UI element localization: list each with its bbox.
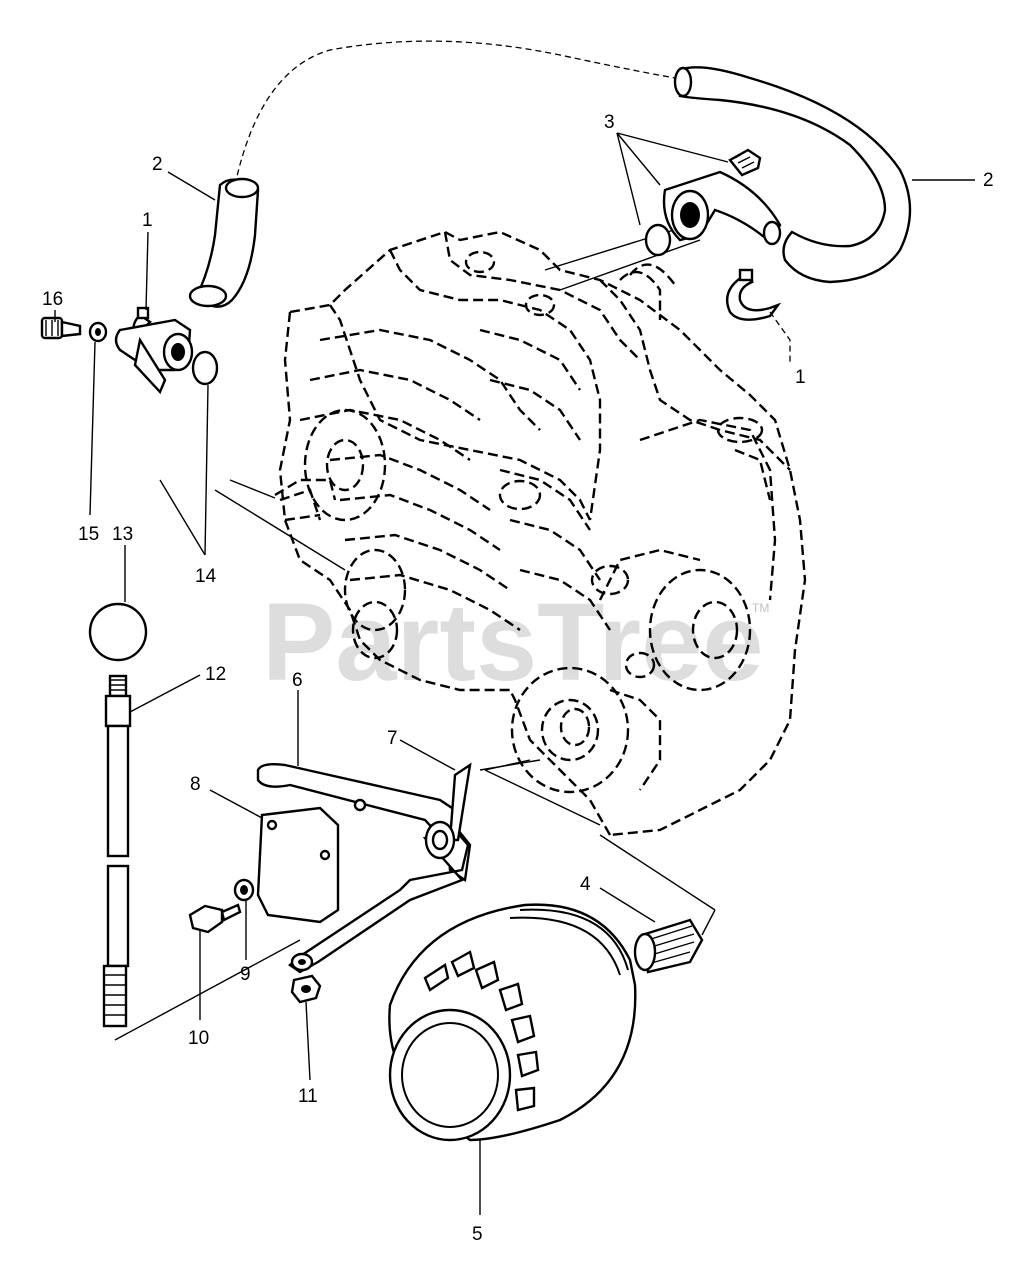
callout-11: 11 bbox=[298, 1086, 318, 1107]
hose-left bbox=[188, 177, 260, 308]
callout-1-left: 1 bbox=[142, 210, 153, 231]
washer-9 bbox=[233, 878, 255, 902]
dipstick-tube-12 bbox=[102, 674, 301, 1041]
cover-plate-8 bbox=[256, 806, 340, 924]
routing-line-14 bbox=[214, 489, 346, 571]
callout-1-right: 1 bbox=[795, 367, 806, 388]
transmission-housing bbox=[278, 224, 807, 837]
callout-13: 13 bbox=[112, 524, 133, 545]
spring-clip-7 bbox=[424, 762, 472, 860]
nut-11 bbox=[290, 974, 322, 1004]
oil-filter-5 bbox=[388, 903, 637, 1142]
callout-16: 16 bbox=[42, 289, 63, 310]
input-shaft bbox=[274, 478, 337, 522]
callout-6: 6 bbox=[292, 670, 303, 691]
callout-7: 7 bbox=[387, 728, 398, 749]
ball-knob-13 bbox=[88, 602, 148, 662]
callout-2-right: 2 bbox=[983, 170, 994, 191]
callout-14: 14 bbox=[195, 566, 217, 587]
callout-10: 10 bbox=[188, 1028, 209, 1049]
bolt-10 bbox=[188, 903, 242, 934]
cap-screw-16 bbox=[40, 316, 82, 340]
callout-3: 3 bbox=[604, 112, 615, 133]
lock-washer-15 bbox=[88, 321, 108, 343]
leader-lines bbox=[54, 132, 975, 1215]
callout-15: 15 bbox=[78, 524, 99, 545]
watermark: PartsTree bbox=[262, 581, 763, 704]
fitting-elbow-left bbox=[114, 318, 219, 395]
routing-line-hose bbox=[234, 40, 676, 186]
watermark-trademark: TM bbox=[752, 601, 769, 615]
callout-2-left: 2 bbox=[152, 154, 163, 175]
callout-5: 5 bbox=[472, 1224, 483, 1245]
hose-clamp-right bbox=[725, 268, 782, 321]
filter-adapter-4 bbox=[633, 918, 704, 974]
callout-12: 12 bbox=[205, 664, 226, 685]
hose-right bbox=[673, 66, 912, 284]
callout-4: 4 bbox=[580, 874, 591, 895]
callout-8: 8 bbox=[190, 774, 201, 795]
routing-line-14b bbox=[229, 479, 276, 499]
bolt-fitting-right bbox=[728, 148, 762, 177]
mounting-bracket-6 bbox=[256, 762, 472, 974]
fitting-elbow-right bbox=[644, 170, 782, 257]
callout-9: 9 bbox=[240, 964, 251, 985]
callouts: 16 15 1 2 14 13 12 6 7 8 9 10 11 5 4 3 2… bbox=[42, 112, 994, 1245]
